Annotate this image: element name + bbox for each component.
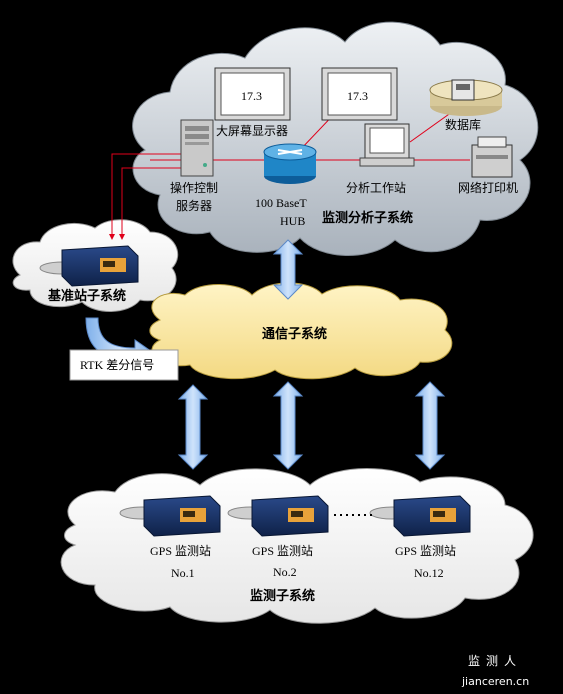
monitor-2-value: 17.3 xyxy=(347,89,368,103)
monitor-1-value: 17.3 xyxy=(241,89,262,103)
large-screen-monitor-2 xyxy=(321,67,398,121)
monitoring-subsystem-title: 监测子系统 xyxy=(250,589,316,604)
watermark-cn: 监测人 xyxy=(468,654,523,668)
arrow-comm-to-station-1 xyxy=(177,384,209,470)
printer-label: 网络打印机 xyxy=(458,181,519,195)
gps-station-1-label: GPS 监测站 xyxy=(150,544,212,558)
gps-station-1-number: No.1 xyxy=(171,566,195,580)
communication-subsystem-title: 通信子系统 xyxy=(262,327,328,342)
control-server-label-line2: 服务器 xyxy=(176,199,213,213)
hub-router-icon xyxy=(263,143,317,184)
database-label: 数据库 xyxy=(445,118,482,132)
control-server-icon xyxy=(180,119,214,177)
arrow-comm-to-station-2 xyxy=(272,381,304,470)
hub-label-line2: HUB xyxy=(280,214,306,228)
rtk-label-box xyxy=(69,349,179,381)
gps-station-1-receiver-icon xyxy=(119,495,221,537)
hub-label-line1: 100 BaseT xyxy=(255,196,307,210)
gps-station-2-receiver-icon xyxy=(227,495,329,537)
gps-station-2-label: GPS 监测站 xyxy=(252,544,314,558)
arrowhead-right xyxy=(119,234,125,240)
large-screen-label: 大屏幕显示器 xyxy=(216,124,289,138)
base-station-receiver-icon xyxy=(39,245,139,287)
communication-cloud xyxy=(149,282,453,380)
gps-station-12-label: GPS 监测站 xyxy=(395,544,457,558)
database-icon xyxy=(429,79,503,116)
base-station-subsystem-title: 基准站子系统 xyxy=(48,289,127,304)
large-screen-monitor-1 xyxy=(214,67,291,121)
arrowhead-left xyxy=(109,234,115,240)
gps-station-2-number: No.2 xyxy=(273,565,297,579)
control-server-label-line1: 操作控制 xyxy=(170,181,219,195)
gps-station-12-receiver-icon xyxy=(369,495,471,537)
analysis-subsystem-title: 监测分析子系统 xyxy=(322,211,414,226)
workstation-label: 分析工作站 xyxy=(346,181,407,195)
rtk-signal-label: RTK 差分信号 xyxy=(80,358,155,372)
gps-station-12-number: No.12 xyxy=(414,566,444,580)
arrow-comm-to-station-12 xyxy=(414,381,446,470)
workstation-icon xyxy=(359,123,415,167)
arrow-hub-to-comm xyxy=(272,239,304,300)
printer-icon xyxy=(471,136,513,178)
watermark-domain: jianceren.cn xyxy=(462,675,530,688)
